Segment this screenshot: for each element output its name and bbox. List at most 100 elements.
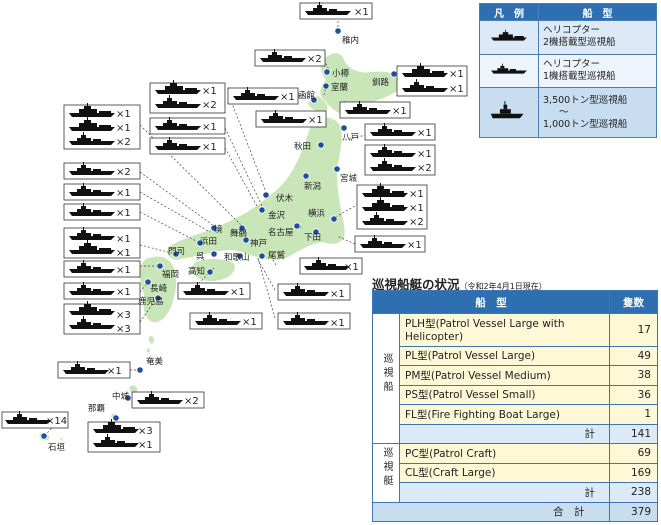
city-label-hakodate: 函館 [298,90,315,101]
city-label-kobe: 神戸 [250,238,267,249]
city-label-kure: 呉 [196,252,205,262]
city-label-hachinohe: 八戸 [342,133,359,143]
legend-line: 3,500トン型巡視船 [543,94,628,106]
status-table: 船 型 隻数 巡視船 PLH型(Patrol Vessel Large with… [372,290,658,522]
fleet-box-hakodate: ×1 [227,87,299,105]
fleet-count: ×3 [116,324,131,335]
legend-header-right: 船 型 [538,3,657,21]
group-label-text: 巡視艇 [381,447,392,490]
fleet-count: ×2 [116,137,131,148]
city-label-nagoya: 名古屋 [268,227,294,238]
vessel-type-name: PL型(Patrol Vessel Large) [399,345,610,366]
large-patrol-ship-icon [479,87,539,138]
city-label-niigata: 新潟 [304,181,322,192]
city-label-kochi: 高知 [188,266,205,277]
total-value: 379 [609,501,658,522]
city-label-moji: 門司 [168,247,185,257]
fleet-count: ×1 [116,188,131,199]
vessel-type-name: PLH型(Patrol Vessel Large with Helicopter… [399,313,610,347]
city-label-shimoda: 下田 [304,233,321,243]
city-label-kushiro: 釧路 [372,77,390,88]
vessel-type-count: 17 [609,313,658,347]
helicopter-1-ship-icon [479,53,539,89]
vessel-type-name: PS型(Patrol Vessel Small) [399,384,610,405]
fleet-boxes: ×1 ×2 ×1 ×1 ×1×1 ×1 ×1 ×1×2 ×1×1×2 ×1 ×1… [1,2,468,453]
fleet-count: ×2 [409,217,424,228]
fleet-box-kure: ×1 [63,203,141,221]
fleet-box-amami: ×1 [57,361,131,379]
port-dot-sakai [210,224,218,232]
fleet-count: ×14 [46,416,67,427]
fleet-box-owase: ×1 [277,283,351,301]
port-dot-kanazawa [258,206,266,214]
fleet-count: ×1 [138,440,153,451]
fleet-box-hachinohe: ×1 [364,123,436,141]
fleet-count: ×1 [409,203,424,214]
city-labels: 稚内 小樽 室蘭 函館 釧路 八戸 秋田 宮城 新潟 伏木 金沢 舞鶴 横浜 下… [48,35,390,453]
status-title: 巡視船艇の状況（令和2年4月1日現在） [372,274,547,293]
fleet-count: ×1 [107,366,122,377]
port-dot-niigata [302,172,310,180]
legend-line: 1機搭載型巡視船 [543,70,616,82]
city-label-fushiki: 伏木 [276,193,294,204]
fleet-count: ×1 [116,123,131,134]
fleet-count: ×2 [417,163,432,174]
fleet-count: ×1 [202,142,217,153]
city-label-nagasaki: 長崎 [150,283,168,294]
subtotal-value: 141 [609,423,658,444]
fleet-count: ×3 [116,310,131,321]
subtotal-value: 238 [609,482,658,503]
port-dot-fushiki [262,191,270,199]
port-dot-nagoya [293,222,301,230]
fleet-count: ×1 [344,262,359,273]
port-dot-ishigaki [40,432,48,440]
port-dot-akita [317,141,325,149]
fleet-box-sakai: ×2 [63,162,141,180]
fleet-box-maizuru: ×1×1×2 [63,103,141,150]
city-label-wakkanai: 稚内 [342,35,359,46]
vessel-type-name: CL型(Craft Large) [399,462,610,483]
fleet-box-otaru: ×2 [254,49,326,67]
city-label-kagoshima: 鹿児島 [138,296,164,307]
fleet-box-naha: ×3×1 [87,419,161,453]
fleet-count: ×1 [116,234,131,245]
fleet-box-nakagusuku: ×2 [131,391,205,409]
city-label-wakayama: 和歌山 [224,252,250,263]
status-header-type: 船 型 [372,290,610,314]
status-note: （令和2年4月1日現在） [459,282,547,291]
fleet-count: ×2 [184,396,199,407]
fleet-count: ×1 [242,317,257,328]
vessel-type-count: 169 [609,462,658,483]
port-dot-kobe [242,236,250,244]
vessel-type-count: 69 [609,443,658,464]
fleet-box-wakayama: ×1 [189,312,263,330]
vessel-type-name: PM型(Patrol Vessel Medium) [399,365,610,386]
port-dot-shimoda [312,228,320,236]
fleet-count: ×1 [330,289,345,300]
fleet-box-kushiro: ×1×1 [396,63,468,97]
port-dot-nagasaki [144,278,152,286]
city-label-akita: 秋田 [294,141,311,152]
fleet-count: ×1 [308,115,323,126]
subtotal-label: 計 [399,423,610,444]
port-dot-shiogama [333,165,341,173]
city-label-sakai: 境 [214,224,223,235]
city-label-muroran: 室蘭 [331,82,348,93]
subtotal-label: 計 [399,482,610,503]
fleet-box-muroran-2: ×1 [339,101,411,119]
fleet-count: ×2 [307,54,322,65]
port-dot-kushiro [390,70,398,78]
fleet-box-nagoya: ×1 [299,257,363,275]
port-dot-nakagusuku [124,394,132,402]
port-dot-naha [112,414,120,422]
fleet-box-yokohama: ×1×1×2 [356,183,428,230]
vessel-type-count: 38 [609,365,658,386]
fleet-count: ×1 [449,69,464,80]
group-label-patrol-vessel: 巡視船 [372,313,400,444]
vessel-type-count: 36 [609,384,658,405]
fleet-box-wakkanai: ×1 [299,2,373,20]
fleet-box-fukuoka: ×1 [63,260,141,278]
legend-line: ヘリコプター [543,58,601,70]
